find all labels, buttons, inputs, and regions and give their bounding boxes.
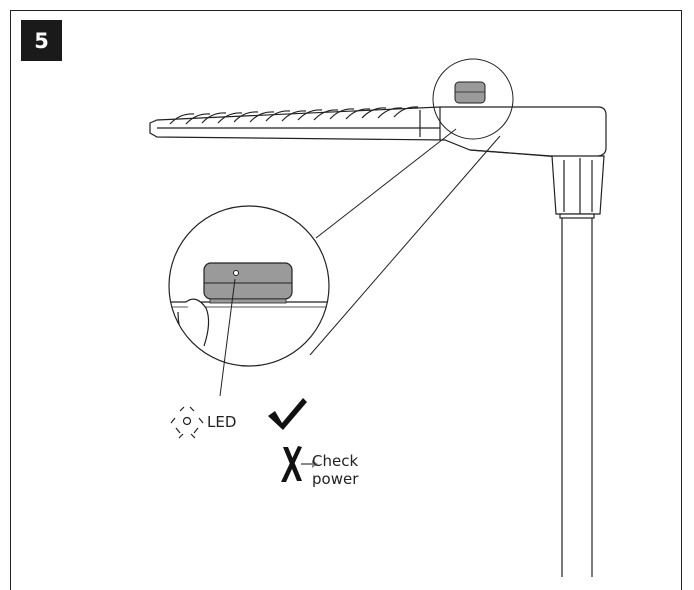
pole <box>551 155 605 577</box>
check-power-line-2: power <box>312 470 359 488</box>
luminaire-head <box>149 106 607 158</box>
checkmark-icon <box>268 398 307 430</box>
detail-circle-small <box>432 58 514 140</box>
cooling-fins <box>169 106 419 125</box>
instruction-panel <box>10 10 682 590</box>
check-power-line-1: Check <box>312 452 359 470</box>
led-indicator <box>233 270 239 276</box>
led-label: LED <box>207 413 237 431</box>
cross-icon <box>281 446 302 482</box>
detail-circle-large <box>168 205 330 367</box>
step-number-badge: 5 <box>21 20 62 61</box>
leader-line-upper <box>315 128 457 239</box>
led-blink-icon <box>170 406 204 439</box>
led-pointer-line <box>219 278 236 397</box>
leader-line-lower <box>309 135 501 356</box>
streetlight-illustration <box>149 58 607 577</box>
arrow-right-icon <box>301 460 318 468</box>
check-power-label: Check power <box>312 452 358 488</box>
